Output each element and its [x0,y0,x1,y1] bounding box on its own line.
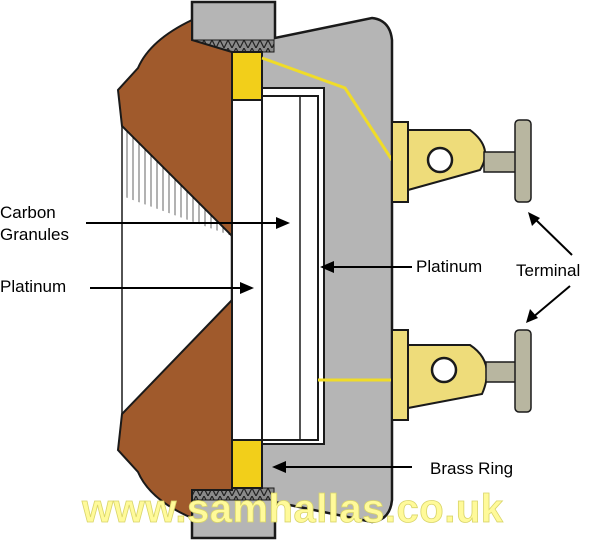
label-platinum-left: Platinum [0,277,66,296]
pointer-arrows [86,212,573,473]
watermark-url: www.samhallas.co.uk [81,487,504,531]
carbon-chamber [231,87,325,445]
brass-ring-bottom [231,439,263,489]
terminal-top [391,119,532,203]
wire-top [261,56,394,161]
label-carbon-granules-line2: Granules [0,225,69,244]
terminal-bottom [391,329,532,421]
label-brass-ring: Brass Ring [430,459,513,478]
label-terminal: Terminal [516,261,580,280]
brass-ring-top [231,51,263,101]
label-carbon-granules-line1: Carbon [0,203,56,222]
mouthpiece [116,18,233,520]
label-platinum-right: Platinum [416,257,482,276]
